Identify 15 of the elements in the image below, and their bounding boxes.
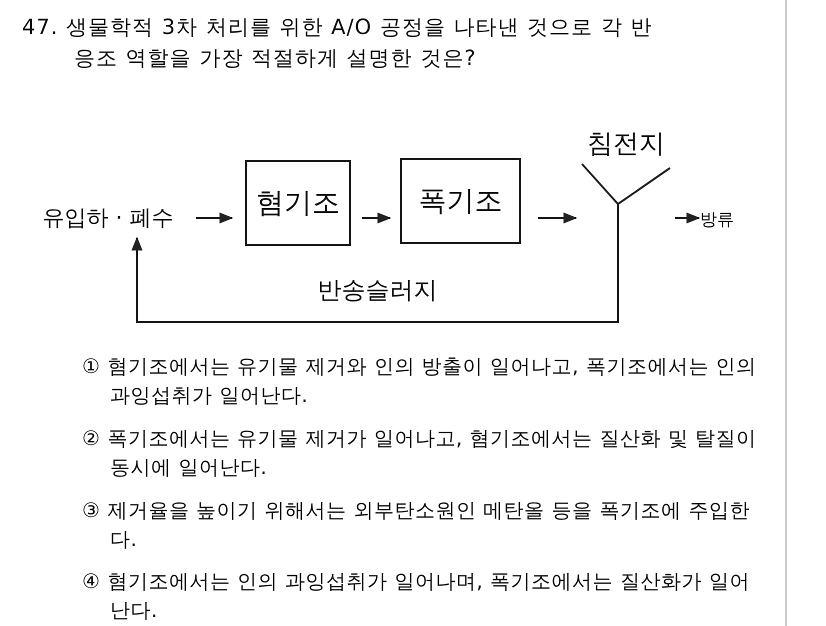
answer-option: ③ 제거율을 높이기 위해서는 외부탄소원인 메탄올 등을 폭기조에 주입한다.	[82, 496, 770, 554]
tank-box: 혐기조	[245, 160, 351, 246]
arrow	[362, 212, 392, 224]
arrow	[538, 212, 578, 224]
arrow	[131, 232, 619, 323]
outflow-label: 방류	[700, 204, 748, 234]
settling-tank: 침전지	[578, 126, 674, 232]
answer-option: ④ 혐기조에서는 인의 과잉섭취가 일어나며, 폭기조에서는 질산화가 일어난다.	[82, 567, 770, 625]
answer-option: ② 폭기조에서는 유기물 제거가 일어나고, 혐기조에서는 질산화 및 탈질이 동시에 일어난다.	[82, 424, 770, 482]
arrow	[196, 212, 234, 224]
answer-option: ① 혐기조에서는 유기물 제거와 인의 방출이 일어나고, 폭기조에서는 인의 과잉섭취가 일어난다.	[82, 352, 770, 410]
tank-box: 폭기조	[400, 158, 521, 244]
arrow	[675, 212, 700, 224]
inflow-label: 유입하 · 폐수	[28, 200, 188, 236]
question-text: 47. 생물학적 3차 처리를 위한 A/O 공정을 나타낸 것으로 각 반응조 역할을 가장 적절하게 설명한 것은?	[22, 14, 654, 72]
